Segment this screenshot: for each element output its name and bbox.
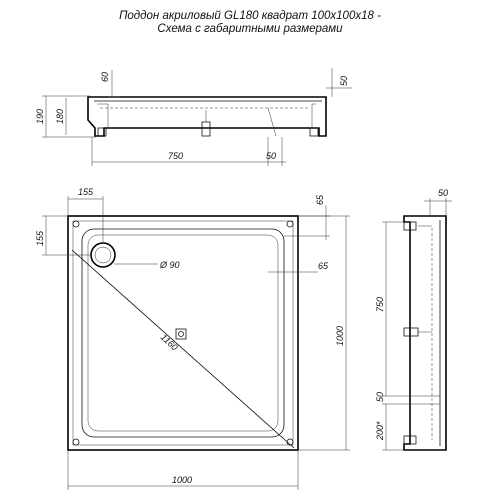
dim-50-top-label: 50	[339, 76, 349, 86]
drain-diameter-label: Ø 90	[159, 260, 180, 270]
dim-60-label: 60	[100, 72, 110, 82]
right-foot-bottom	[403, 435, 417, 445]
side-inner-right	[311, 103, 316, 128]
side-foot-middle	[201, 121, 211, 137]
top-view: 1160 155 155 65 65 Ø 90 1000 1000	[35, 187, 350, 490]
tray-bowl-inner	[87, 234, 279, 432]
dim-155-top-label: 155	[78, 187, 94, 197]
drawing-subtitle: Схема с габаритными размерами	[157, 23, 343, 35]
side-foot-right	[309, 127, 319, 137]
right-foot-top	[403, 221, 417, 231]
right-foot-middle	[403, 327, 419, 337]
tray-rim-line	[72, 220, 294, 446]
side-support-leg	[267, 107, 277, 137]
dim-65-right-label: 65	[318, 261, 329, 271]
dim-750-right-label: 750	[375, 297, 385, 312]
dim-65-top-label: 65	[315, 194, 325, 205]
dim-1000-vertical-label: 1000	[335, 326, 345, 346]
dim-750-label: 750	[168, 151, 183, 161]
side-inner-left	[97, 103, 109, 128]
drain-hole-inner	[94, 246, 112, 264]
side-view: 60 50 190 180 750 50	[35, 68, 352, 166]
dim-50-right-top-label: 50	[438, 188, 448, 198]
dim-155-left-label: 155	[35, 230, 45, 246]
dim-180-label: 180	[55, 109, 65, 124]
dim-200-label: 200*	[375, 421, 385, 441]
drain-hole	[90, 242, 116, 268]
diagonal-label: 1160	[159, 332, 180, 352]
diagonal-line	[71, 249, 295, 449]
corner-foot-bl	[72, 438, 80, 446]
corner-foot-tl	[72, 220, 80, 228]
center-support	[175, 328, 187, 340]
dim-1000-horizontal-label: 1000	[172, 475, 192, 485]
dim-50-bottom-label: 50	[266, 151, 276, 161]
drawing-title: Поддон акриловый GL180 квадрат 100х100х1…	[119, 10, 381, 22]
right-view: 50 750 50 200*	[375, 188, 452, 451]
tray-bowl-outer	[81, 228, 285, 438]
tray-outer-outline	[67, 215, 299, 451]
side-view-outline	[87, 96, 327, 137]
corner-foot-tr	[286, 220, 294, 228]
dim-190-label: 190	[35, 109, 45, 124]
side-foot-left	[97, 127, 107, 137]
dim-50-right-lower-label: 50	[375, 392, 385, 402]
